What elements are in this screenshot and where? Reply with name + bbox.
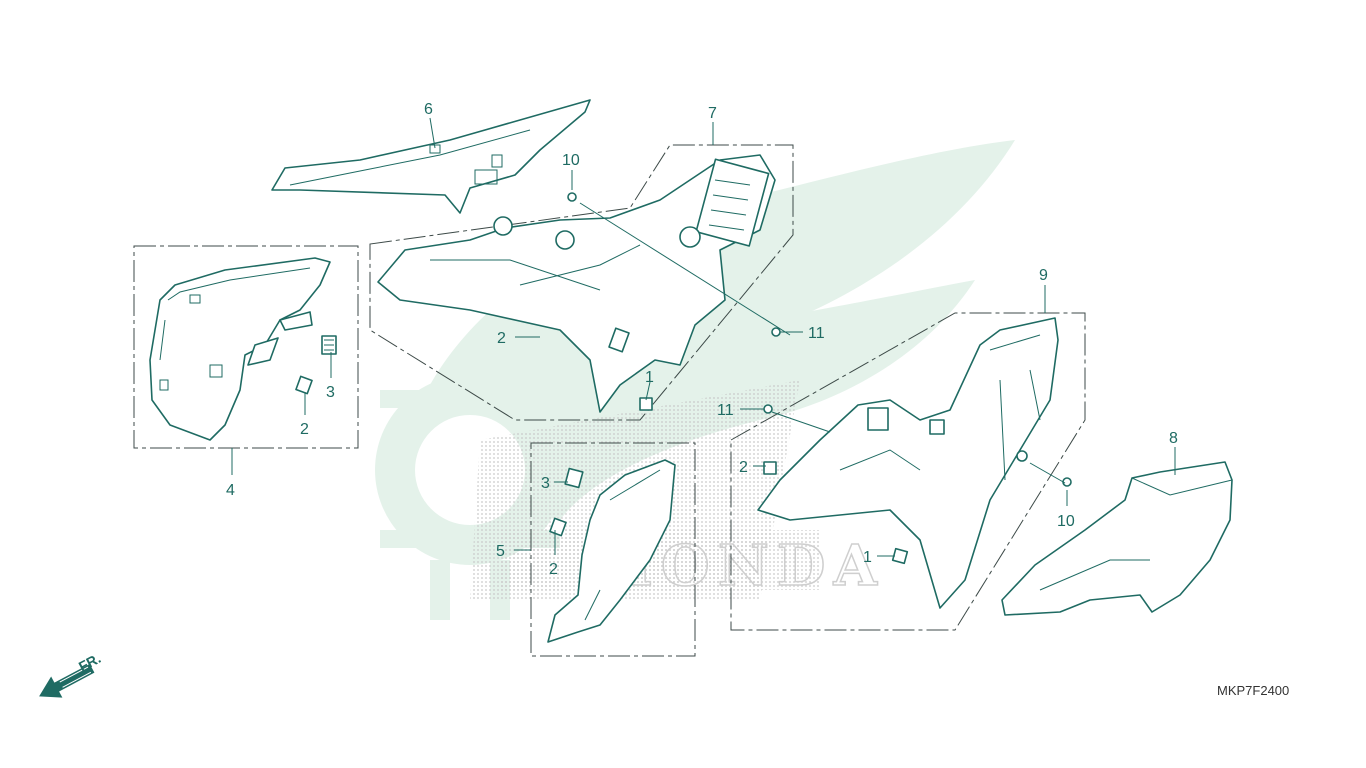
part-9-lower-cover bbox=[757, 317, 1059, 609]
part-5-side-panel bbox=[547, 459, 676, 643]
callout-2-center: 2 bbox=[497, 330, 506, 347]
callout-8: 8 bbox=[1169, 430, 1178, 447]
honda-wing-watermark bbox=[375, 140, 1015, 620]
callout-4: 4 bbox=[226, 482, 235, 499]
group-box-9 bbox=[730, 312, 1086, 631]
callout-2-lower: 2 bbox=[739, 459, 748, 476]
callout-6: 6 bbox=[424, 101, 433, 118]
callout-10-upper: 10 bbox=[562, 152, 580, 169]
bolt-10-upper bbox=[567, 170, 577, 202]
callout-3-panel: 3 bbox=[541, 475, 550, 492]
callout-9: 9 bbox=[1039, 267, 1048, 284]
callout-1-lower: 1 bbox=[863, 549, 872, 566]
callout-11-upper: 11 bbox=[808, 325, 825, 342]
callout-7: 7 bbox=[708, 105, 717, 122]
leader-lines bbox=[231, 117, 1176, 557]
bolt-11-lower bbox=[763, 404, 773, 414]
group-box-4 bbox=[133, 245, 359, 449]
callout-10-lower: 10 bbox=[1057, 513, 1075, 530]
group-box-7 bbox=[369, 144, 794, 421]
front-arrow-icon bbox=[39, 663, 95, 698]
callout-2-panel: 2 bbox=[549, 561, 558, 578]
callout-11-lower: 11 bbox=[717, 402, 734, 419]
diagram-code: MKP7F2400 bbox=[1217, 683, 1289, 698]
callout-1-center: 1 bbox=[645, 369, 654, 386]
part-8-lower-side-cover bbox=[1001, 461, 1233, 616]
callout-5: 5 bbox=[496, 543, 505, 560]
part-6-upper-cowl bbox=[271, 99, 591, 214]
bolt-11-upper bbox=[771, 327, 781, 337]
part-4-side-cover bbox=[149, 257, 337, 441]
part-7-center-cover bbox=[377, 154, 776, 413]
callout-3-side: 3 bbox=[326, 384, 335, 401]
callout-2-side: 2 bbox=[300, 421, 309, 438]
